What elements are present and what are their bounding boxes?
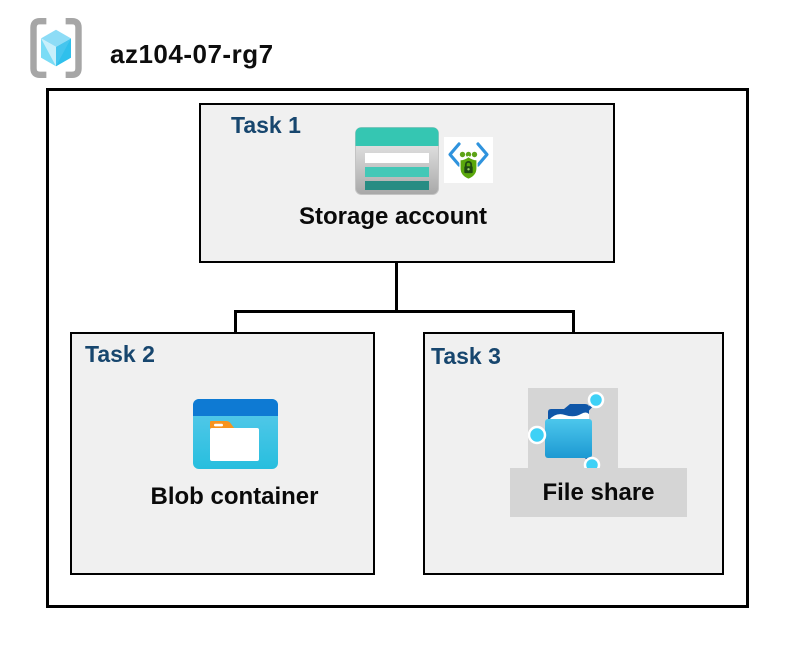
task3-box: Task 3 File share: [423, 332, 724, 575]
blob-container-label: Blob container: [150, 483, 319, 510]
storage-account-icon: [355, 127, 439, 195]
resource-group-title: az104-07-rg7: [110, 39, 274, 69]
task1-label: Task 1: [231, 112, 301, 138]
file-share-icon: [527, 391, 605, 474]
blob-container-icon: [193, 399, 278, 469]
file-share-icon-backdrop: [527, 388, 618, 475]
task3-label: Task 3: [431, 343, 501, 369]
task2-box: Task 2 Blob container: [70, 332, 375, 575]
connector-horizontal: [234, 310, 575, 313]
task2-label: Task 2: [85, 341, 155, 367]
file-share-label-band: File share: [510, 468, 687, 517]
file-share-label: File share: [542, 479, 655, 506]
storage-account-label: Storage account: [298, 203, 488, 230]
secure-access-icon: [444, 137, 493, 183]
connector-storage-stem: [395, 262, 398, 312]
resource-group-icon: [30, 18, 82, 78]
task1-box: Task 1 Storage account: [199, 103, 615, 263]
